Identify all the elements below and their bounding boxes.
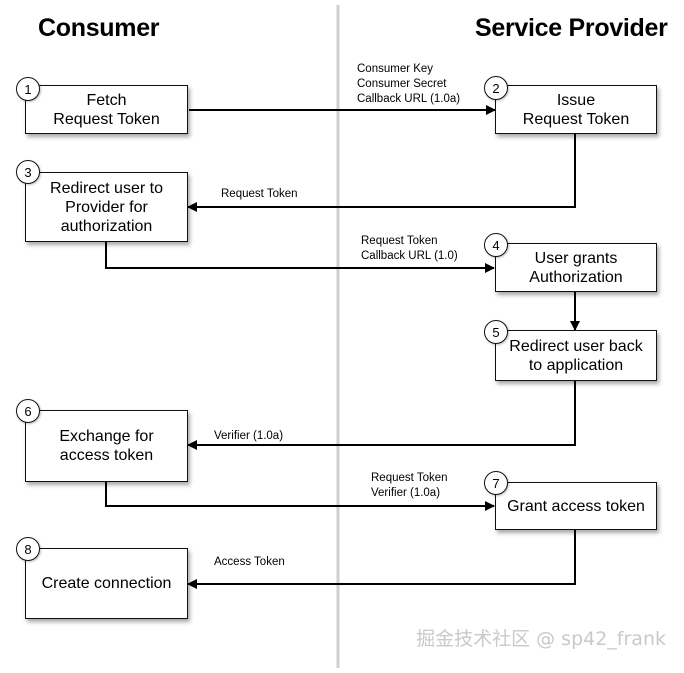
- step-1-badge: 1: [16, 77, 40, 101]
- step-1-box: Fetch Request Token: [25, 85, 188, 134]
- flow-3-4-label-callback-url: Callback URL (1.0): [361, 250, 458, 262]
- step-5-label: Redirect user back to application: [509, 337, 643, 374]
- step-5-badge: 5: [484, 320, 508, 344]
- step-8-box: Create connection: [25, 548, 188, 619]
- flow-7-8-label-access-token: Access Token: [214, 556, 285, 568]
- flow-1-2-label-consumer-secret: Consumer Secret: [357, 78, 447, 90]
- flow-5-6-label-verifier: Verifier (1.0a): [214, 430, 284, 442]
- step-4-badge: 4: [484, 233, 508, 257]
- step-3-label: Redirect user to Provider for authorizat…: [50, 179, 163, 235]
- step-1-label: Fetch Request Token: [53, 91, 160, 128]
- step-2-badge: 2: [484, 76, 508, 100]
- arrow-5-to-6: [187, 381, 576, 450]
- step-3-box: Redirect user to Provider for authorizat…: [25, 172, 188, 242]
- arrow-2-to-3: [187, 134, 576, 212]
- step-7-box: Grant access token: [495, 482, 657, 530]
- arrow-3-to-4: [105, 242, 495, 273]
- step-7-label: Grant access token: [507, 497, 645, 515]
- step-3-badge: 3: [16, 160, 40, 184]
- step-7-badge: 7: [484, 471, 508, 495]
- step-6-box: Exchange for access token: [25, 410, 188, 482]
- flow-1-2-label-consumer-key: Consumer Key: [357, 63, 434, 75]
- step-2-label: Issue Request Token: [522, 91, 630, 128]
- flow-6-7-label-request-token: Request Token: [371, 472, 448, 484]
- watermark: 掘金技术社区 @ sp42_frank: [416, 628, 666, 650]
- flow-1-2-label-callback-url: Callback URL (1.0a): [357, 93, 461, 105]
- flow-2-3-label-request-token: Request Token: [221, 188, 298, 200]
- step-4-box: User grants Authorization: [495, 243, 657, 292]
- consumer-column-title: Consumer: [38, 14, 160, 42]
- step-2-box: Issue Request Token: [495, 85, 657, 134]
- arrow-6-to-7: [105, 482, 495, 511]
- step-8-badge: 8: [16, 537, 40, 561]
- step-4-label: User grants Authorization: [529, 249, 623, 286]
- arrow-7-to-8: [187, 530, 576, 589]
- provider-column-title: Service Provider: [475, 14, 668, 42]
- step-6-label: Exchange for access token: [59, 428, 154, 464]
- flow-3-4-label-request-token: Request Token: [361, 235, 438, 247]
- step-5-box: Redirect user back to application: [495, 330, 657, 381]
- flow-6-7-label-verifier: Verifier (1.0a): [371, 487, 441, 499]
- step-6-badge: 6: [16, 399, 40, 423]
- step-8-label: Create connection: [41, 575, 172, 592]
